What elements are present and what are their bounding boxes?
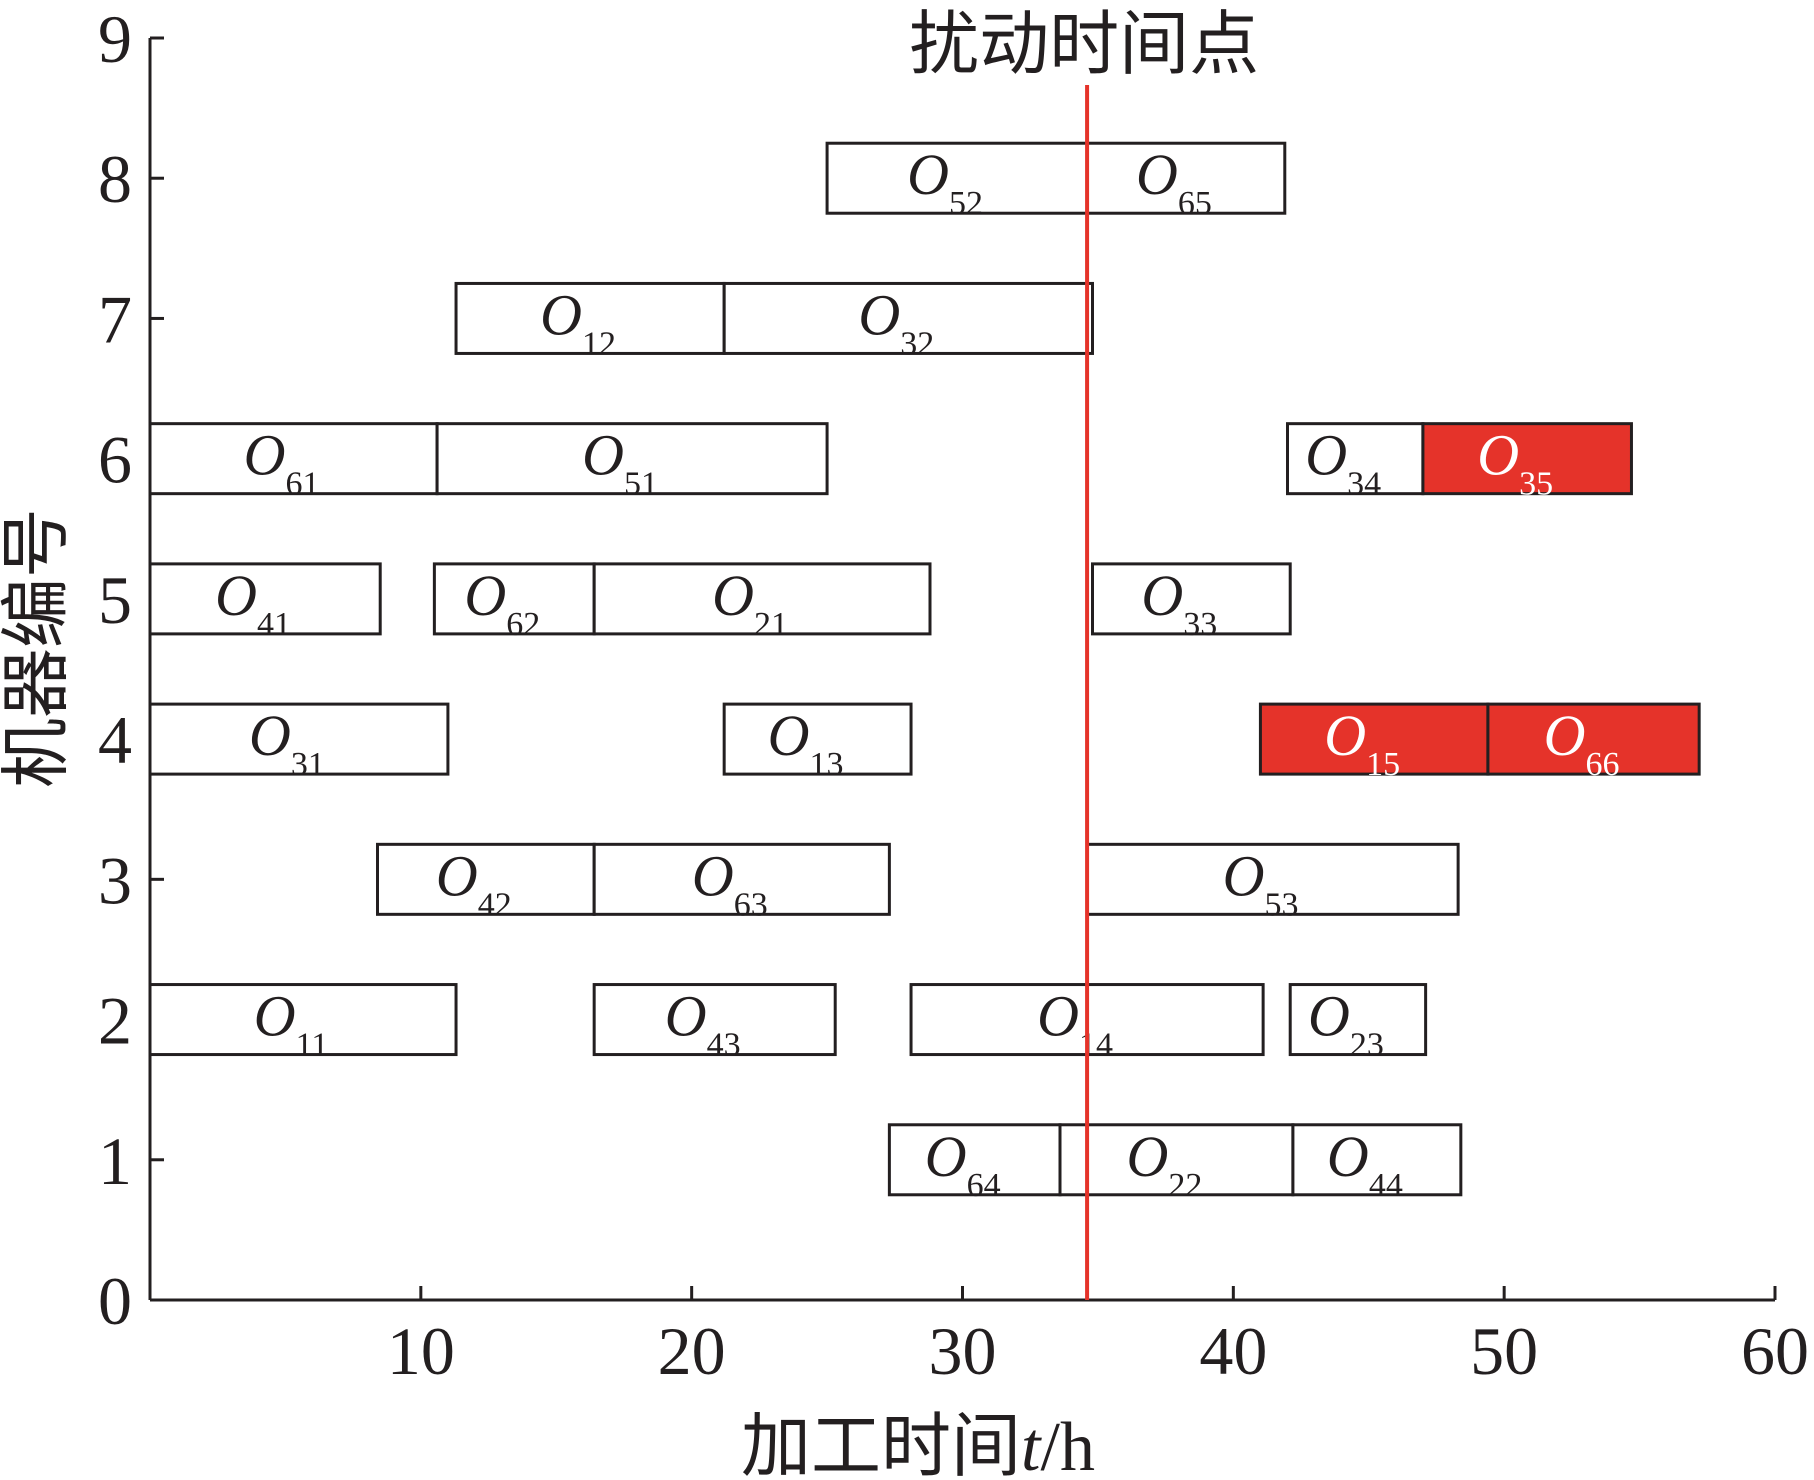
operation-label: O63 bbox=[692, 843, 768, 923]
y-tick-label: 7 bbox=[98, 281, 132, 357]
operation-label: O41 bbox=[215, 563, 291, 643]
operation-bar: O42 bbox=[376, 842, 596, 923]
operation-bar: O65 bbox=[1085, 141, 1287, 222]
operation-bar: O33 bbox=[1091, 562, 1292, 643]
operation-bar: O22 bbox=[1058, 1123, 1295, 1204]
operation-rect bbox=[825, 141, 1089, 215]
operation-bar: O21 bbox=[592, 562, 932, 643]
operation-rect bbox=[1486, 702, 1701, 776]
operation-bar: O64 bbox=[887, 1123, 1062, 1204]
operation-bar: O12 bbox=[454, 281, 726, 362]
annotations: 扰动时间点 bbox=[909, 7, 1259, 1300]
x-tick-label: 50 bbox=[1470, 1313, 1538, 1389]
operation-rect bbox=[1288, 983, 1428, 1057]
x-tick-label: 20 bbox=[658, 1313, 726, 1389]
operation-label: O32 bbox=[858, 282, 934, 362]
operation-rect bbox=[148, 562, 382, 636]
operation-label: O31 bbox=[249, 703, 325, 783]
operation-label: O34 bbox=[1305, 423, 1381, 503]
operation-bar: O35 bbox=[1421, 422, 1633, 503]
operation-rect bbox=[722, 281, 1095, 355]
operation-label: O62 bbox=[464, 563, 540, 643]
operation-label: O42 bbox=[436, 843, 512, 923]
operation-rect bbox=[148, 983, 458, 1057]
y-tick-label: 0 bbox=[98, 1263, 132, 1339]
operation-bar: O32 bbox=[722, 281, 1095, 362]
operation-label: O44 bbox=[1327, 1124, 1403, 1204]
operation-bar: O34 bbox=[1286, 422, 1425, 503]
operation-bar: O62 bbox=[432, 562, 596, 643]
operation-label: O33 bbox=[1141, 563, 1217, 643]
operation-label: O15 bbox=[1324, 703, 1400, 783]
x-tick-label: 30 bbox=[929, 1313, 997, 1389]
operation-bar: O53 bbox=[1085, 842, 1460, 923]
operation-rect bbox=[1085, 141, 1287, 215]
y-tick-label: 8 bbox=[98, 141, 132, 217]
operation-label: O23 bbox=[1308, 984, 1384, 1064]
operation-label: O66 bbox=[1544, 703, 1620, 783]
operation-bar: O44 bbox=[1291, 1123, 1463, 1204]
operation-label: O65 bbox=[1136, 142, 1212, 222]
operation-bar: O11 bbox=[148, 983, 458, 1064]
operation-label: O21 bbox=[712, 563, 788, 643]
x-axis-label-var: t bbox=[1021, 1409, 1042, 1480]
y-tick-label: 4 bbox=[98, 702, 132, 778]
operation-label: O53 bbox=[1223, 843, 1299, 923]
operation-rect bbox=[454, 281, 726, 355]
operation-bar: O61 bbox=[148, 422, 439, 503]
x-axis-label-unit: /h bbox=[1041, 1409, 1095, 1480]
operation-rect bbox=[592, 562, 932, 636]
operation-bar: O63 bbox=[592, 842, 891, 923]
operation-bar: O23 bbox=[1288, 983, 1428, 1064]
operation-rect bbox=[1291, 1123, 1463, 1197]
operation-bar: O51 bbox=[435, 422, 829, 503]
operation-bar: O41 bbox=[148, 562, 382, 643]
operation-label: O43 bbox=[665, 984, 741, 1064]
x-axis-label: 加工时间t/h bbox=[741, 1409, 1095, 1480]
operation-rect bbox=[592, 842, 891, 916]
operation-bar: O31 bbox=[148, 702, 450, 783]
y-tick-label: 9 bbox=[98, 1, 132, 77]
operation-label: O12 bbox=[540, 282, 616, 362]
operation-bar: O13 bbox=[722, 702, 913, 783]
y-tick-label: 3 bbox=[98, 842, 132, 918]
operation-rect bbox=[1421, 422, 1633, 496]
operation-rect bbox=[1085, 842, 1460, 916]
x-tick-label: 10 bbox=[387, 1313, 455, 1389]
operation-rect bbox=[1058, 1123, 1295, 1197]
operation-rect bbox=[376, 842, 596, 916]
operation-label: O61 bbox=[244, 423, 320, 503]
operation-label: O52 bbox=[907, 142, 983, 222]
operation-bar: O43 bbox=[592, 983, 837, 1064]
operation-rect bbox=[148, 702, 450, 776]
y-tick-label: 6 bbox=[98, 422, 132, 498]
operation-label: O13 bbox=[768, 703, 844, 783]
x-axis-label-main: 加工时间 bbox=[741, 1409, 1021, 1480]
y-tick-label: 2 bbox=[98, 983, 132, 1059]
operation-rect bbox=[432, 562, 596, 636]
operation-bar: O66 bbox=[1486, 702, 1701, 783]
x-tick-label: 60 bbox=[1741, 1313, 1809, 1389]
operation-rect bbox=[1091, 562, 1292, 636]
operation-label: O22 bbox=[1127, 1124, 1203, 1204]
operation-rect bbox=[592, 983, 837, 1057]
x-tick-label: 40 bbox=[1199, 1313, 1267, 1389]
y-axis-label: 机器编号 bbox=[0, 508, 76, 788]
y-tick-label: 5 bbox=[98, 562, 132, 638]
operation-rect bbox=[435, 422, 829, 496]
operation-rect bbox=[722, 702, 913, 776]
disturbance-label: 扰动时间点 bbox=[909, 7, 1259, 84]
axis-labels: 加工时间t/h 机器编号 bbox=[0, 508, 1095, 1480]
operation-bar: O52 bbox=[825, 141, 1089, 222]
operation-rect bbox=[887, 1123, 1062, 1197]
operation-label: O11 bbox=[254, 984, 329, 1064]
operation-label: O14 bbox=[1037, 984, 1113, 1064]
y-tick-label: 1 bbox=[98, 1123, 132, 1199]
operation-label: O64 bbox=[925, 1124, 1001, 1204]
operation-bar: O15 bbox=[1258, 702, 1490, 783]
operation-label: O35 bbox=[1477, 423, 1553, 503]
operation-label: O51 bbox=[582, 423, 658, 503]
